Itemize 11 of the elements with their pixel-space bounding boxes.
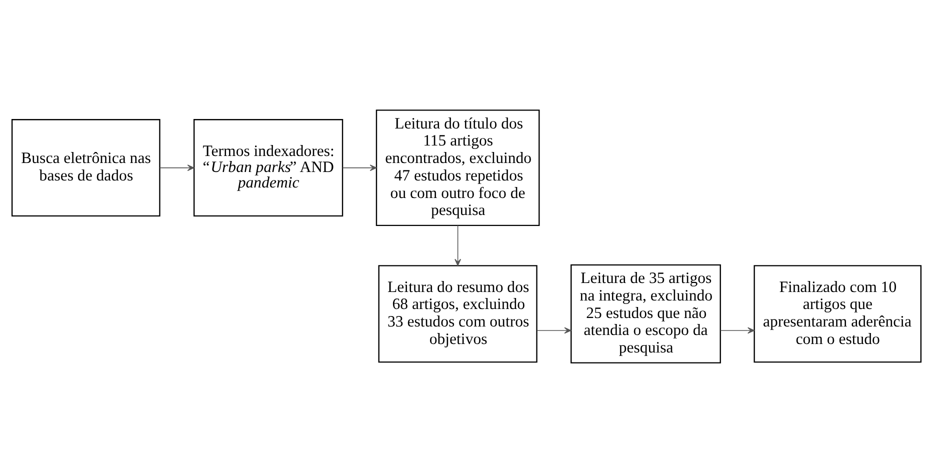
node-box: Leitura do resumo dos 68 artigos, excluindo 33 estudos com outros objetivos [378, 265, 538, 363]
arrow [720, 327, 755, 334]
arrow [159, 164, 194, 172]
arrow [454, 225, 462, 266]
node-box: Termos indexadores: “Urban parks” AND pandemic [193, 119, 344, 217]
node-box: Finalizado com 10 artigos que apresentaram aderência com o estudo [754, 265, 922, 363]
arrow [536, 327, 572, 334]
arrow [342, 164, 377, 172]
node-box: Leitura de 35 artigos na integra, excluindo 25 estudos que não atendia o escopo da pesquisa [570, 264, 721, 364]
node-box: Busca eletrônica nas bases de dados [11, 119, 160, 217]
node-box: Leitura do título dos 115 artigos encontrados, excluindo 47 estudos repetidos ou com outro foco de pesquisa [376, 110, 540, 226]
